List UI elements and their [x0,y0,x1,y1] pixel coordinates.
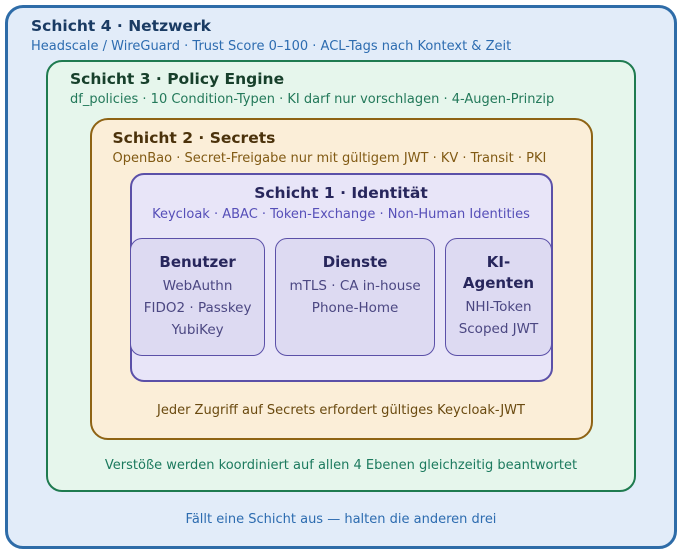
card-dienste: Dienste mTLS · CA in-house Phone-Home [275,238,435,356]
layer-secrets: Schicht 2 · Secrets OpenBao · Secret-Fre… [89,118,593,440]
card-benutzer-item: WebAuthn [162,278,233,294]
layer-identity: Schicht 1 · Identität Keycloak · ABAC · … [129,173,553,382]
card-ki-agenten-item: Scoped JWT [458,321,539,337]
layer-secrets-header: Schicht 2 · Secrets OpenBao · Secret-Fre… [92,120,591,167]
card-ki-agenten: KI-Agenten NHI-Token Scoped JWT [444,238,553,356]
layer-policy-title: Schicht 3 · Policy Engine [70,70,285,88]
layer-network: Schicht 4 · Netzwerk Headscale / WireGua… [5,5,677,549]
card-benutzer-item: FIDO2 · Passkey [143,300,252,316]
card-benutzer-item: YubiKey [171,322,224,338]
layer-identity-header: Schicht 1 · Identität Keycloak · ABAC · … [132,175,551,223]
layer-secrets-subtitle: OpenBao · Secret-Freigabe nur mit gültig… [112,151,547,166]
card-benutzer: Benutzer WebAuthn FIDO2 · Passkey YubiKe… [129,238,266,356]
card-dienste-item: Phone-Home [311,300,399,316]
card-dienste-title: Dienste [322,253,388,271]
layer-policy-engine: Schicht 3 · Policy Engine df_policies · … [46,60,636,492]
layer-network-header: Schicht 4 · Netzwerk Headscale / WireGua… [8,8,674,55]
policy-footer-note: Verstöße werden koordiniert auf allen 4 … [104,457,578,473]
network-footer-note: Fällt eine Schicht aus — halten die ande… [185,511,497,527]
layer-network-subtitle: Headscale / WireGuard · Trust Score 0–10… [31,39,512,54]
secrets-footer-note: Jeder Zugriff auf Secrets erfordert gült… [157,402,525,418]
card-ki-agenten-title: KI-Agenten [462,253,535,292]
card-benutzer-title: Benutzer [159,253,236,271]
layer-identity-title: Schicht 1 · Identität [254,184,428,202]
layer-identity-subtitle: Keycloak · ABAC · Token-Exchange · Non-H… [152,207,530,222]
identity-cards-row: Benutzer WebAuthn FIDO2 · Passkey YubiKe… [129,238,553,356]
layer-policy-header: Schicht 3 · Policy Engine df_policies · … [48,62,634,108]
layer-policy-subtitle: df_policies · 10 Condition-Typen · KI da… [70,92,555,107]
layer-network-title: Schicht 4 · Netzwerk [31,17,211,35]
card-ki-agenten-item: NHI-Token [465,299,532,315]
layer-secrets-title: Schicht 2 · Secrets [112,129,276,147]
card-dienste-item: mTLS · CA in-house [289,278,421,294]
